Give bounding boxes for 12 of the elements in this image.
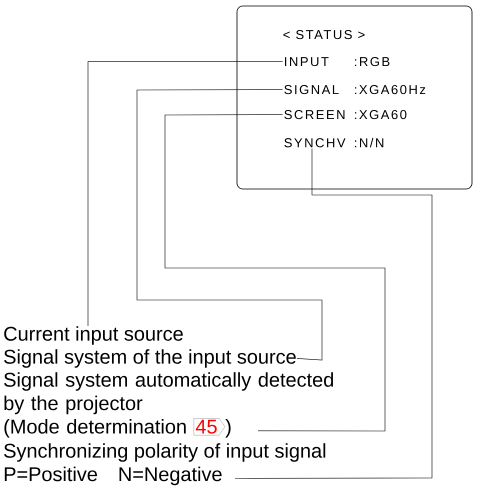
description-text: Signal system automatically detected by the projector (Mode determination 45 ) <box>4 372 333 438</box>
description-text: Current input source <box>4 326 183 345</box>
status-line: SCREEN :XGA60 <box>284 110 406 120</box>
status-line: INPUT :RGB <box>285 57 390 66</box>
status-line: SIGNAL :XGA60Hz <box>284 85 426 94</box>
leader-line <box>164 114 386 432</box>
description-text: Synchronizing polarity of input signal P=Positive N=Negative <box>4 443 326 486</box>
leader-line <box>136 89 322 360</box>
description-text: Signal system of the input source <box>4 349 296 368</box>
status-line: SYNCHV :N/N <box>284 138 384 148</box>
leader-line <box>234 148 432 479</box>
leader-line <box>88 61 283 326</box>
